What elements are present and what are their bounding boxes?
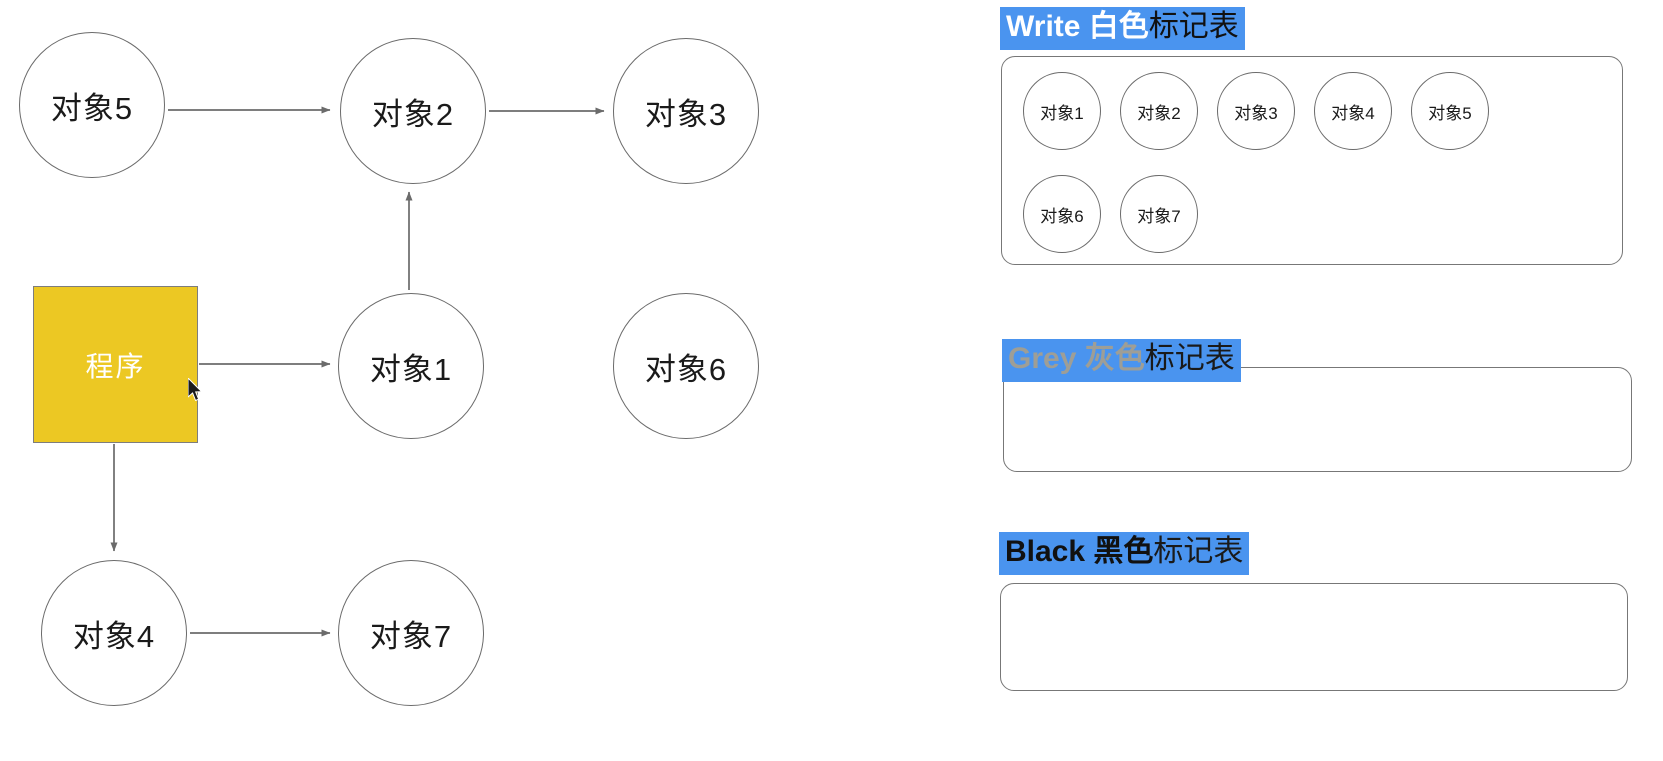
marker-item-label: 对象7 — [1137, 206, 1181, 226]
graph-edges-layer — [110, 106, 605, 637]
title-zh-colored: 黑色 — [1085, 535, 1154, 568]
black-marker-table-title: Black 黑色标记表 — [999, 532, 1250, 575]
graph-node-obj2[interactable]: 对象2 — [340, 38, 486, 184]
marker-item-label: 对象1 — [1040, 103, 1084, 123]
graph-node-label: 对象2 — [371, 96, 455, 132]
marker-item[interactable]: 对象6 — [1023, 175, 1101, 253]
graph-node-label: 对象3 — [644, 96, 728, 132]
graph-node-obj4[interactable]: 对象4 — [41, 560, 187, 706]
title-zh-plain: 标记表 — [1153, 535, 1244, 568]
white-marker-table-body[interactable]: 对象1 对象2 对象3 对象4 对象5 对象6 对象7 — [1001, 56, 1623, 265]
graph-node-obj1[interactable]: 对象1 — [338, 293, 484, 439]
marker-item[interactable]: 对象1 — [1023, 72, 1101, 150]
marker-item-label: 对象4 — [1331, 103, 1375, 123]
graph-node-label: 对象6 — [644, 351, 728, 387]
graph-node-obj5[interactable]: 对象5 — [19, 32, 165, 178]
graph-node-label: 对象1 — [369, 351, 453, 387]
marker-item[interactable]: 对象4 — [1314, 72, 1392, 150]
marker-item[interactable]: 对象3 — [1217, 72, 1295, 150]
marker-item[interactable]: 对象2 — [1120, 72, 1198, 150]
graph-node-label: 对象5 — [50, 90, 134, 126]
marker-item-label: 对象6 — [1040, 206, 1084, 226]
title-en: Grey — [1008, 342, 1077, 375]
program-node-label: 程序 — [85, 350, 146, 382]
graph-canvas: 对象5 对象2 对象3 对象1 对象6 对象4 对象7 程序 — [19, 32, 759, 706]
marker-item[interactable]: 对象7 — [1120, 175, 1198, 253]
title-zh-plain: 标记表 — [1144, 342, 1235, 375]
title-zh-plain: 标记表 — [1148, 10, 1239, 43]
title-en: Write — [1006, 10, 1081, 43]
marker-item[interactable]: 对象5 — [1411, 72, 1489, 150]
title-zh-colored: 白色 — [1080, 10, 1149, 43]
graph-node-label: 对象7 — [369, 618, 453, 654]
title-zh-colored: 灰色 — [1076, 342, 1145, 375]
grey-marker-table-title: Grey 灰色标记表 — [1002, 339, 1241, 382]
program-node[interactable]: 程序 — [33, 286, 198, 443]
black-marker-table-body[interactable] — [1000, 583, 1628, 691]
grey-marker-table-body[interactable] — [1003, 367, 1632, 472]
white-marker-table-title: Write 白色标记表 — [1000, 7, 1245, 50]
marker-item-label: 对象3 — [1234, 103, 1278, 123]
marker-item-label: 对象5 — [1428, 103, 1472, 123]
title-en: Black — [1005, 535, 1086, 568]
graph-node-obj6[interactable]: 对象6 — [613, 293, 759, 439]
graph-node-obj7[interactable]: 对象7 — [338, 560, 484, 706]
marker-item-label: 对象2 — [1137, 103, 1181, 123]
graph-node-label: 对象4 — [72, 618, 156, 654]
graph-node-obj3[interactable]: 对象3 — [613, 38, 759, 184]
